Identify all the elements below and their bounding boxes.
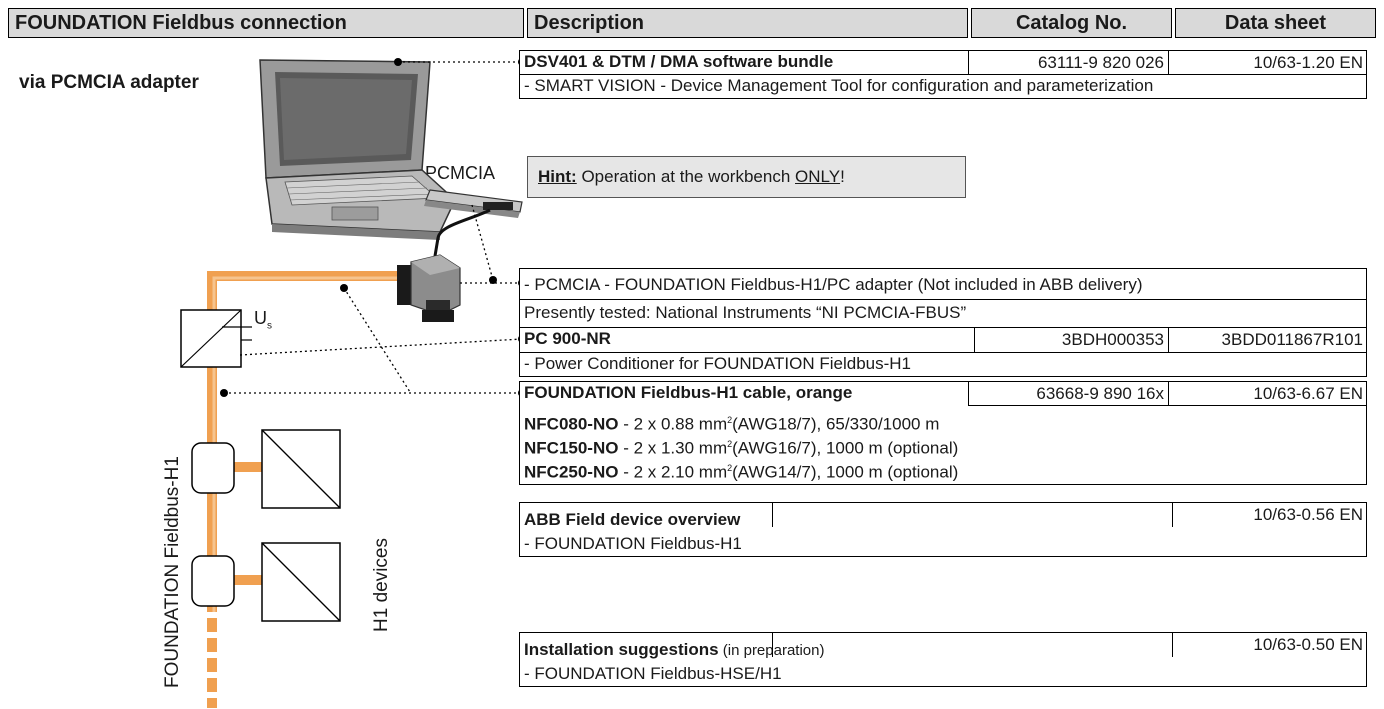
overview-catalog [772, 503, 1172, 527]
pcmcia-card-icon [424, 189, 523, 218]
overview-desc: - FOUNDATION Fieldbus-H1 [524, 534, 742, 553]
cable-catalog: 63668-9 890 16x [968, 382, 1168, 406]
header-connection: FOUNDATION Fieldbus connection [8, 8, 524, 38]
cable-line2: NFC150-NO - 2 x 1.30 mm2(AWG16/7), 1000 … [524, 438, 959, 458]
header-description: Description [527, 8, 968, 38]
entry-adapter: - PCMCIA - FOUNDATION Fieldbus-H1/PC ada… [519, 268, 1367, 329]
power-conditioner-icon [180, 309, 252, 368]
hint-only: ONLY [795, 167, 841, 186]
us-label: Us [254, 308, 272, 332]
entry-dsv401: DSV401 & DTM / DMA software bundle 63111… [519, 50, 1367, 99]
hint-end: ! [840, 167, 845, 186]
install-desc: - FOUNDATION Fieldbus-HSE/H1 [524, 664, 782, 683]
adapter-cable [432, 208, 491, 263]
dsv-catalog: 63111-9 820 026 [968, 51, 1168, 75]
laptop-icon [259, 59, 456, 240]
pc900-desc: - Power Conditioner for FOUNDATION Field… [524, 354, 912, 373]
entry-pc900: PC 900-NR 3BDH000353 3BDD011867R101 - Po… [519, 327, 1367, 377]
cable-datasheet: 10/63-6.67 EN [1168, 382, 1367, 406]
dsv-datasheet: 10/63-1.20 EN [1168, 51, 1367, 75]
bus-label: FOUNDATION Fieldbus-H1 [162, 456, 183, 688]
adapter-line1: - PCMCIA - FOUNDATION Fieldbus-H1/PC ada… [520, 272, 1366, 300]
field-device-icon [191, 429, 341, 622]
entry-cable: FOUNDATION Fieldbus-H1 cable, orange 636… [519, 381, 1367, 485]
adapter-line2: Presently tested: National Instruments “… [524, 303, 967, 322]
cable-line3: NFC250-NO - 2 x 2.10 mm2(AWG14/7), 1000 … [524, 462, 959, 482]
dsv-desc: - SMART VISION - Device Management Tool … [524, 76, 1154, 95]
pcmcia-label: PCMCIA [425, 163, 496, 183]
pc900-datasheet: 3BDD011867R101 [1168, 328, 1367, 352]
hint-bold: Hint: [538, 167, 577, 186]
fieldbus-cable [207, 271, 398, 708]
via-label: via PCMCIA adapter [19, 72, 199, 93]
devices-label: H1 devices [371, 538, 392, 632]
cable-title: FOUNDATION Fieldbus-H1 cable, orange [524, 383, 853, 402]
dsv-title: DSV401 & DTM / DMA software bundle [524, 52, 834, 71]
pc900-title: PC 900-NR [524, 329, 611, 348]
install-title: Installation suggestions [524, 640, 719, 659]
hint-text: Operation at the workbench [576, 167, 796, 186]
entry-overview: ABB Field device overview 10/63-0.56 EN … [519, 502, 1367, 557]
entry-install: Installation suggestions (in preparation… [519, 632, 1367, 687]
cable-line1: NFC080-NO - 2 x 0.88 mm2(AWG18/7), 65/33… [524, 414, 940, 434]
install-note: (in preparation) [718, 642, 825, 659]
overview-title: ABB Field device overview [524, 510, 741, 529]
adapter-box-icon [397, 254, 461, 322]
overview-datasheet: 10/63-0.56 EN [1172, 503, 1367, 527]
hint-box: Hint: Operation at the workbench ONLY! [527, 156, 966, 198]
header-catalog: Catalog No. [971, 8, 1172, 38]
install-datasheet: 10/63-0.50 EN [1172, 633, 1367, 657]
pc900-catalog: 3BDH000353 [974, 328, 1168, 352]
header-datasheet: Data sheet [1175, 8, 1376, 38]
install-catalog [772, 633, 1172, 657]
